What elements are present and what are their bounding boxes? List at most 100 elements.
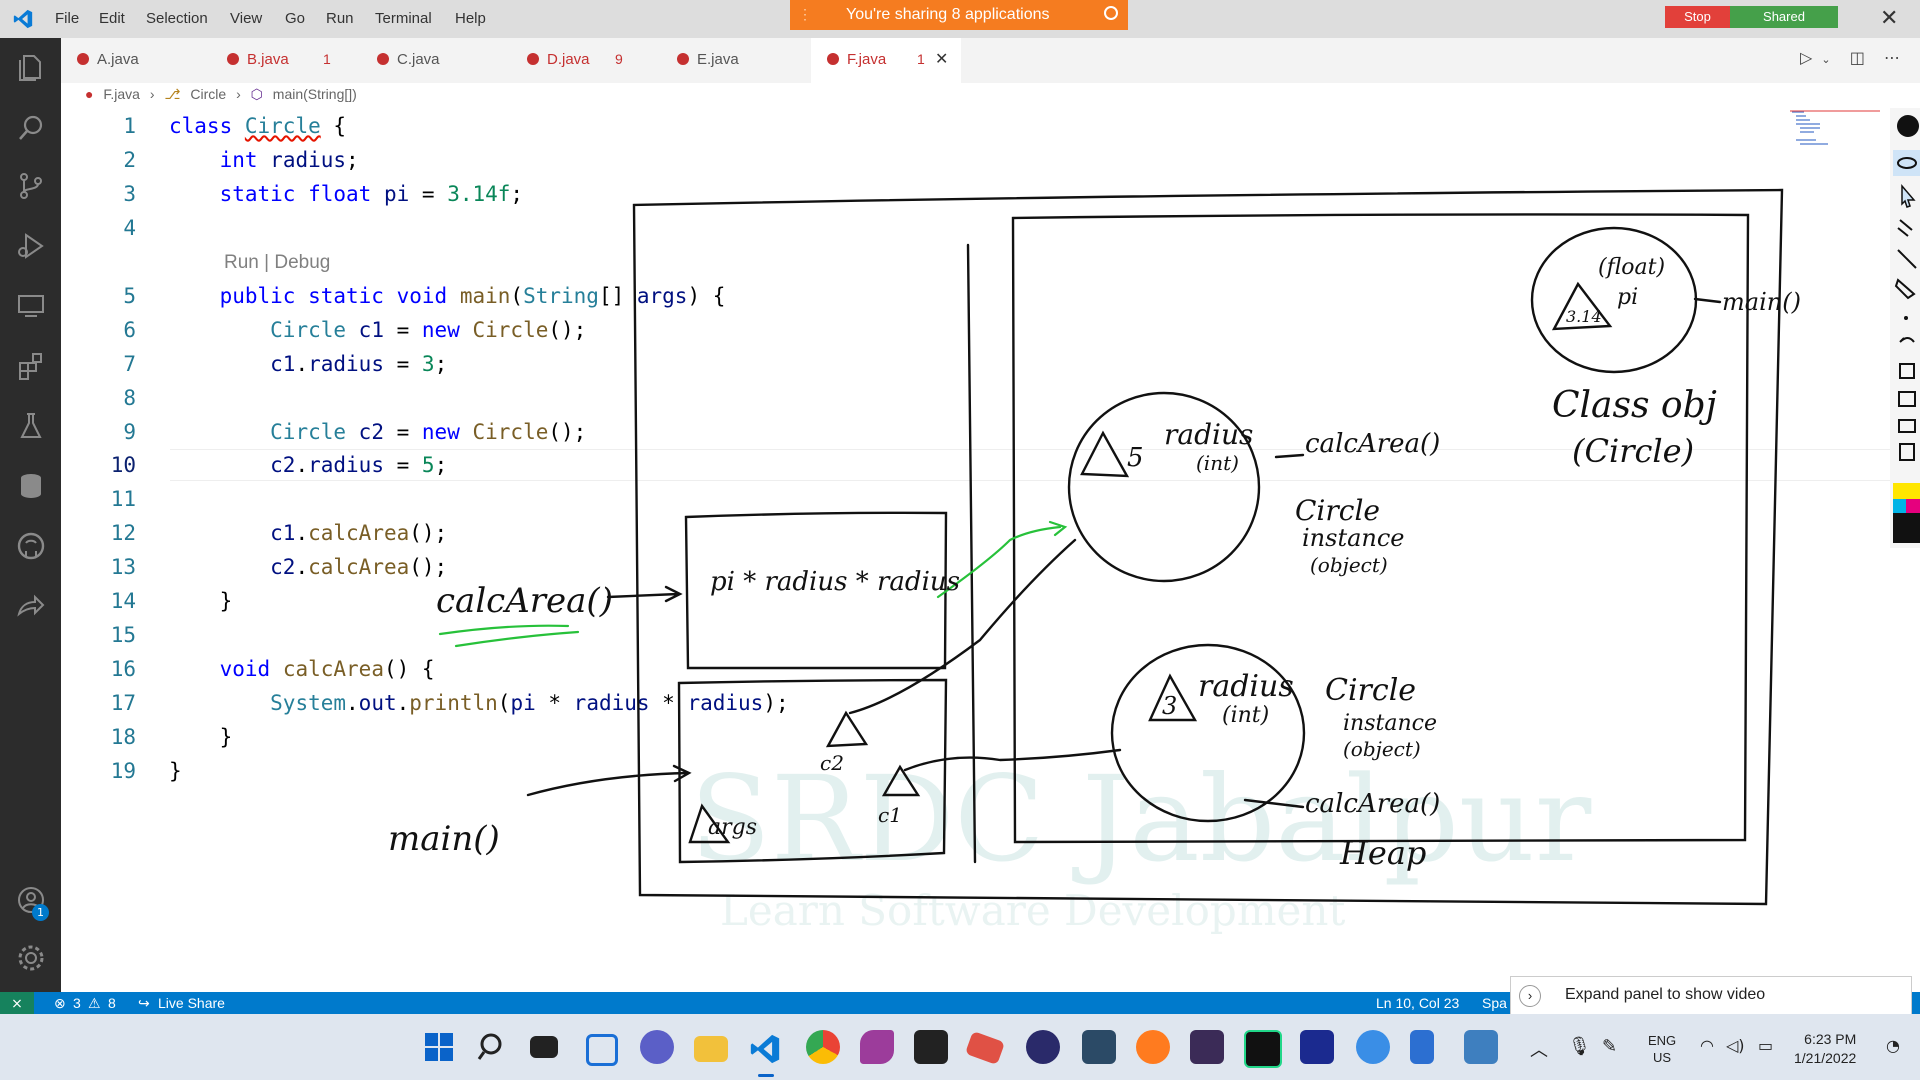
tab-f-java[interactable]: F.java 1 ✕ — [811, 38, 961, 83]
warning-count[interactable]: 8 — [108, 995, 116, 1011]
live-share-icon[interactable] — [15, 590, 47, 622]
search-icon[interactable] — [476, 1030, 510, 1064]
share-menu-icon[interactable] — [1104, 6, 1118, 20]
teams-icon[interactable] — [640, 1030, 674, 1064]
drag-grip-icon[interactable]: ⋮ — [798, 6, 812, 22]
code-line[interactable]: class Circle { — [169, 114, 347, 138]
run-debug-icon[interactable] — [15, 230, 47, 262]
line-icon[interactable] — [1897, 249, 1917, 269]
chevron-right-icon[interactable]: › — [1519, 985, 1541, 1007]
warning-icon[interactable]: ⚠ — [88, 995, 101, 1011]
code-line[interactable]: System.out.println(pi * radius * radius)… — [270, 691, 789, 715]
code-line[interactable]: public static void main(String[] args) { — [219, 284, 726, 308]
tab-e-java[interactable]: E.java — [661, 38, 811, 83]
eraser-icon[interactable] — [1894, 278, 1916, 300]
screenshot-icon[interactable] — [1898, 391, 1916, 407]
tab-d-java[interactable]: D.java 9 — [511, 38, 661, 83]
code-line[interactable]: int radius; — [219, 148, 359, 172]
photos-icon[interactable] — [1464, 1030, 1498, 1064]
cursor-position[interactable]: Ln 10, Col 23 — [1376, 995, 1460, 1011]
eraser-app-icon[interactable] — [964, 1030, 1006, 1066]
menu-file[interactable]: File — [55, 10, 80, 27]
menu-selection[interactable]: Selection — [146, 10, 208, 27]
breadcrumb-method[interactable]: main(String[]) — [272, 86, 357, 102]
code-line[interactable]: c2.radius = 5; — [270, 453, 448, 477]
intellij-icon[interactable] — [1190, 1030, 1224, 1064]
menu-terminal[interactable]: Terminal — [375, 10, 432, 27]
indentation[interactable]: Spa — [1482, 995, 1507, 1011]
run-file-icon[interactable]: ▷ — [1800, 48, 1813, 67]
video-panel[interactable]: › Expand panel to show video — [1510, 976, 1912, 1016]
notification-icon[interactable]: ◔ — [1886, 1036, 1900, 1055]
github-icon[interactable] — [15, 530, 47, 562]
code-line[interactable]: c1.calcArea(); — [270, 521, 448, 545]
search-icon[interactable] — [15, 112, 47, 144]
close-window-icon[interactable]: ✕ — [1880, 6, 1899, 31]
code-line[interactable]: Circle c1 = new Circle(); — [270, 318, 587, 342]
explorer-icon[interactable] — [15, 52, 47, 84]
minimap[interactable] — [1790, 108, 1880, 152]
menu-view[interactable]: View — [230, 10, 263, 27]
vscode-taskbar-icon[interactable] — [748, 1032, 782, 1066]
file-explorer-icon[interactable] — [694, 1036, 728, 1062]
more-actions-icon[interactable]: ⋯ — [1883, 48, 1900, 67]
delete-icon[interactable] — [1899, 363, 1915, 379]
volume-icon[interactable]: ◁) — [1726, 1036, 1745, 1055]
microphone-icon[interactable]: 🎙 — [1568, 1036, 1591, 1057]
codelens-run-debug[interactable]: Run | Debug — [224, 252, 331, 273]
pin-icon[interactable] — [1897, 115, 1919, 137]
clipboard-icon[interactable] — [1899, 443, 1915, 461]
tab-a-java[interactable]: A.java — [61, 38, 211, 83]
notepad-icon[interactable] — [1410, 1030, 1434, 1064]
tab-b-java[interactable]: B.java 1 — [211, 38, 361, 83]
live-share-status[interactable]: Live Share — [158, 995, 225, 1011]
cursor-icon[interactable] — [1901, 183, 1916, 208]
pen-icon[interactable] — [1897, 219, 1913, 237]
input-language[interactable]: ENG US — [1648, 1032, 1676, 1066]
widgets-icon[interactable] — [586, 1034, 618, 1066]
remote-explorer-icon[interactable] — [15, 290, 47, 322]
extensions-icon[interactable] — [15, 350, 47, 382]
code-line[interactable]: c1.radius = 3; — [270, 352, 448, 376]
menu-go[interactable]: Go — [285, 10, 306, 27]
pen-tray-icon[interactable]: ✎ — [1602, 1036, 1618, 1057]
start-icon[interactable] — [422, 1030, 456, 1064]
breadcrumb-class[interactable]: Circle — [190, 86, 227, 102]
task-view-icon[interactable] — [530, 1036, 558, 1058]
menu-help[interactable]: Help — [455, 10, 486, 27]
code-line[interactable]: Circle c2 = new Circle(); — [270, 420, 587, 444]
shared-status-button[interactable]: Shared — [1730, 6, 1838, 28]
network-app-icon[interactable] — [1356, 1030, 1390, 1064]
pycharm-icon[interactable] — [1244, 1030, 1282, 1068]
database-icon[interactable] — [15, 470, 47, 502]
camera-icon[interactable] — [1898, 419, 1916, 433]
code-line[interactable]: } — [169, 759, 182, 783]
mysql-icon[interactable] — [1082, 1030, 1116, 1064]
color-palette[interactable] — [1893, 513, 1920, 543]
stop-sharing-button[interactable]: Stop — [1665, 6, 1730, 28]
clock[interactable]: 6:23 PM 1/21/2022 — [1794, 1030, 1856, 1068]
breadcrumb-file[interactable]: F.java — [103, 86, 140, 102]
chevron-up-icon[interactable]: ︿ — [1530, 1040, 1548, 1061]
eclipse-icon[interactable] — [1026, 1030, 1060, 1064]
code-line[interactable]: static float pi = 3.14f; — [219, 182, 524, 206]
tab-c-java[interactable]: C.java — [361, 38, 511, 83]
menu-run[interactable]: Run — [326, 10, 354, 27]
wifi-icon[interactable]: ◠ — [1700, 1036, 1714, 1055]
code-line[interactable]: c2.calcArea(); — [270, 555, 448, 579]
split-editor-icon[interactable]: ◫ — [1849, 48, 1865, 67]
battery-icon[interactable]: ▭ — [1758, 1036, 1774, 1055]
remote-indicator-icon[interactable]: ⨯ — [0, 992, 34, 1014]
live-share-status-icon[interactable]: ↪ — [138, 995, 150, 1011]
menu-edit[interactable]: Edit — [99, 10, 125, 27]
error-icon[interactable]: ⊗ — [54, 995, 66, 1011]
firefox-icon[interactable] — [1136, 1030, 1170, 1064]
code-line[interactable]: } — [169, 589, 233, 613]
terminal-icon[interactable] — [914, 1030, 948, 1064]
chevron-down-icon[interactable]: ⌄ — [1821, 53, 1831, 66]
chrome-icon[interactable] — [806, 1030, 840, 1064]
error-count[interactable]: 3 — [73, 995, 81, 1011]
code-line[interactable]: void calcArea() { — [219, 657, 435, 681]
pen-app-icon[interactable] — [860, 1030, 894, 1064]
source-control-icon[interactable] — [15, 170, 47, 202]
